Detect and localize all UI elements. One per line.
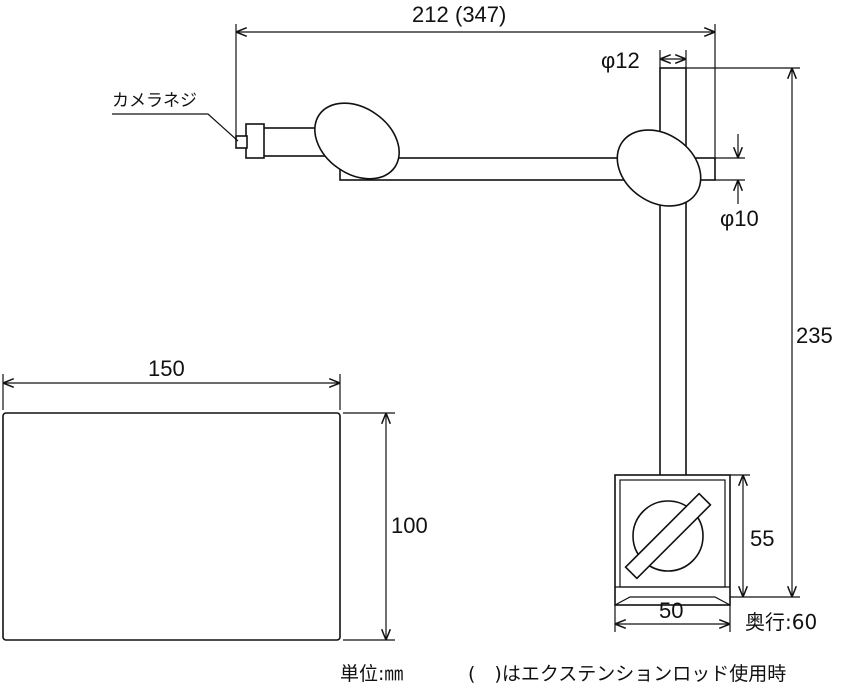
unit-note: 単位:㎜ xyxy=(340,663,403,685)
base-depth-label: 奥行:60 xyxy=(745,610,817,634)
dimension-plate-height: 100 xyxy=(343,412,428,641)
extension-note: ( )はエクステンションロッド使用時 xyxy=(468,663,786,685)
arm-diameter-label: φ10 xyxy=(720,206,759,231)
camera-screw-label: カメラネジ xyxy=(112,91,197,111)
camera-screw-callout: カメラネジ xyxy=(112,91,239,142)
base-plate-view xyxy=(2,412,341,641)
arm-length-extended-label: (347) xyxy=(455,2,506,27)
dimension-plate-width: 150 xyxy=(2,356,341,410)
dimension-base-width: 50 奥行:60 xyxy=(614,598,817,634)
pole-diameter-label: φ12 xyxy=(601,48,640,73)
vertical-pole xyxy=(659,67,687,481)
arm-clamp-disc xyxy=(314,102,400,180)
dimension-arm-diameter: φ10 xyxy=(715,134,759,231)
total-height-label: 235 xyxy=(796,323,833,348)
camera-screw-tip xyxy=(235,135,248,149)
magnetic-base xyxy=(614,474,731,606)
plate-width-label: 150 xyxy=(148,356,185,381)
plate-height-label: 100 xyxy=(391,513,428,538)
dimension-arm-length: 212 (347) xyxy=(235,2,716,160)
dimension-base-height: 55 xyxy=(730,474,774,597)
arm-length-label: 212 xyxy=(412,2,449,27)
base-width-label: 50 xyxy=(659,598,683,623)
base-height-label: 55 xyxy=(750,526,774,551)
knob-lever xyxy=(624,492,712,580)
dimension-pole-diameter: φ12 xyxy=(601,48,687,73)
camera-screw-nut xyxy=(245,123,265,159)
dimension-total-height: 235 xyxy=(686,67,833,598)
pole-clamp-disc xyxy=(616,129,702,207)
